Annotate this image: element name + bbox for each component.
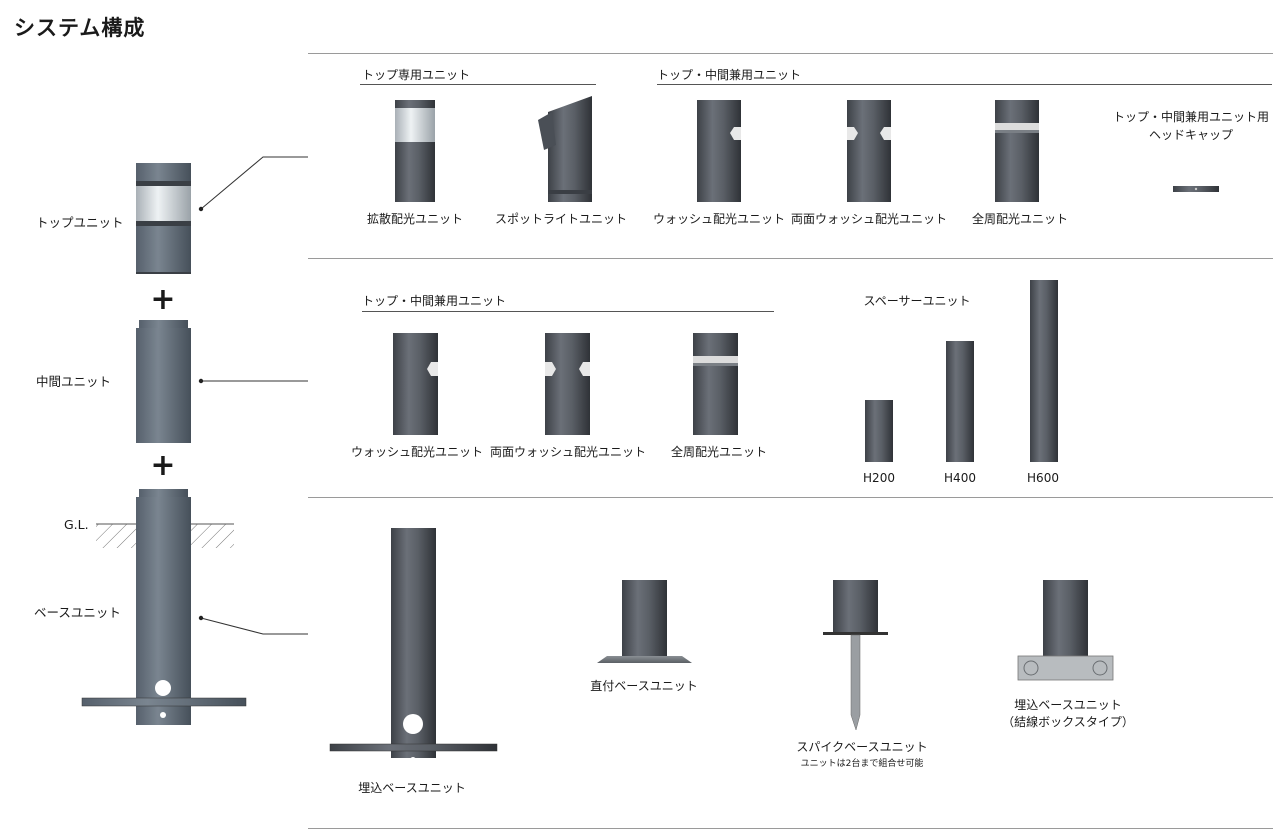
diffuse-unit-image (395, 100, 435, 202)
divider-bottom (308, 828, 1273, 829)
row2-wash-unit-image (393, 333, 438, 435)
divider-row1 (308, 258, 1273, 259)
row2-all-around-unit-image (693, 333, 738, 435)
plus-icon-1: + (150, 282, 176, 317)
head-cap-label-2: ヘッドキャップ (1148, 128, 1234, 142)
row2-double-wash-unit-image (545, 333, 590, 435)
embed-box-base-label-1: 埋込ベースユニット (1014, 698, 1122, 712)
spike-base-image (823, 580, 888, 731)
left-base-unit (81, 489, 247, 725)
spacer-h200-label: H200 (863, 471, 895, 485)
embed-box-base-image (1017, 580, 1114, 681)
head-cap-label-1: トップ・中間兼用ユニット用 (1112, 110, 1270, 124)
spacer-title: スペーサーユニット (863, 294, 971, 308)
diffuse-unit-label: 拡散配光ユニット (366, 212, 464, 226)
spike-base-label: スパイクベースユニット (796, 740, 928, 754)
divider-row2 (308, 497, 1273, 498)
direct-base-image (597, 580, 692, 663)
embed-base-label: 埋込ベースユニット (358, 781, 466, 795)
spotlight-unit-image (538, 96, 592, 202)
top-unit-label: トップユニット (36, 215, 124, 230)
spike-base-note: ユニットは2台まで組合せ可能 (800, 759, 924, 769)
embed-base-image (329, 528, 498, 763)
direct-base-label: 直付ベースユニット (590, 679, 698, 693)
leader-lines (200, 156, 308, 635)
row2-all-around-label: 全周配光ユニット (670, 445, 768, 459)
plus-icon-2: + (150, 448, 176, 483)
double-wash-unit-label: 両面ウォッシュ配光ユニット (790, 212, 948, 226)
spacer-h200-image (865, 400, 893, 462)
all-around-unit-image (995, 100, 1039, 202)
divider-top (308, 53, 1273, 54)
section-top-only-underline (360, 84, 596, 85)
left-top-unit (136, 163, 191, 274)
section-top-mid: トップ・中間兼用ユニット (657, 68, 802, 82)
wash-unit-label: ウォッシュ配光ユニット (652, 212, 786, 226)
head-cap-image (1173, 186, 1219, 192)
middle-unit-label: 中間ユニット (36, 374, 112, 389)
spacer-h400-label: H400 (944, 471, 976, 485)
double-wash-unit-image (847, 100, 891, 202)
row2-wash-label: ウォッシュ配光ユニット (350, 445, 484, 459)
base-unit-label: ベースユニット (34, 605, 121, 620)
all-around-unit-label: 全周配光ユニット (971, 212, 1069, 226)
section-top-mid-underline (657, 84, 1272, 85)
spacer-h400-image (946, 341, 974, 462)
spacer-h600-label: H600 (1027, 471, 1059, 485)
row2-section-underline (362, 311, 774, 312)
row2-double-wash-label: 両面ウォッシュ配光ユニット (489, 445, 647, 459)
spotlight-unit-label: スポットライトユニット (494, 212, 628, 226)
left-middle-unit (136, 320, 191, 443)
page-title: システム構成 (14, 16, 146, 40)
embed-box-base-label-2: （結線ボックスタイプ） (1002, 715, 1134, 729)
wash-unit-image (697, 100, 741, 202)
row2-section-top-mid: トップ・中間兼用ユニット (362, 294, 507, 308)
ground-level-label: G.L. (64, 517, 89, 532)
spacer-h600-image (1030, 280, 1058, 462)
section-top-only: トップ専用ユニット (362, 68, 471, 82)
